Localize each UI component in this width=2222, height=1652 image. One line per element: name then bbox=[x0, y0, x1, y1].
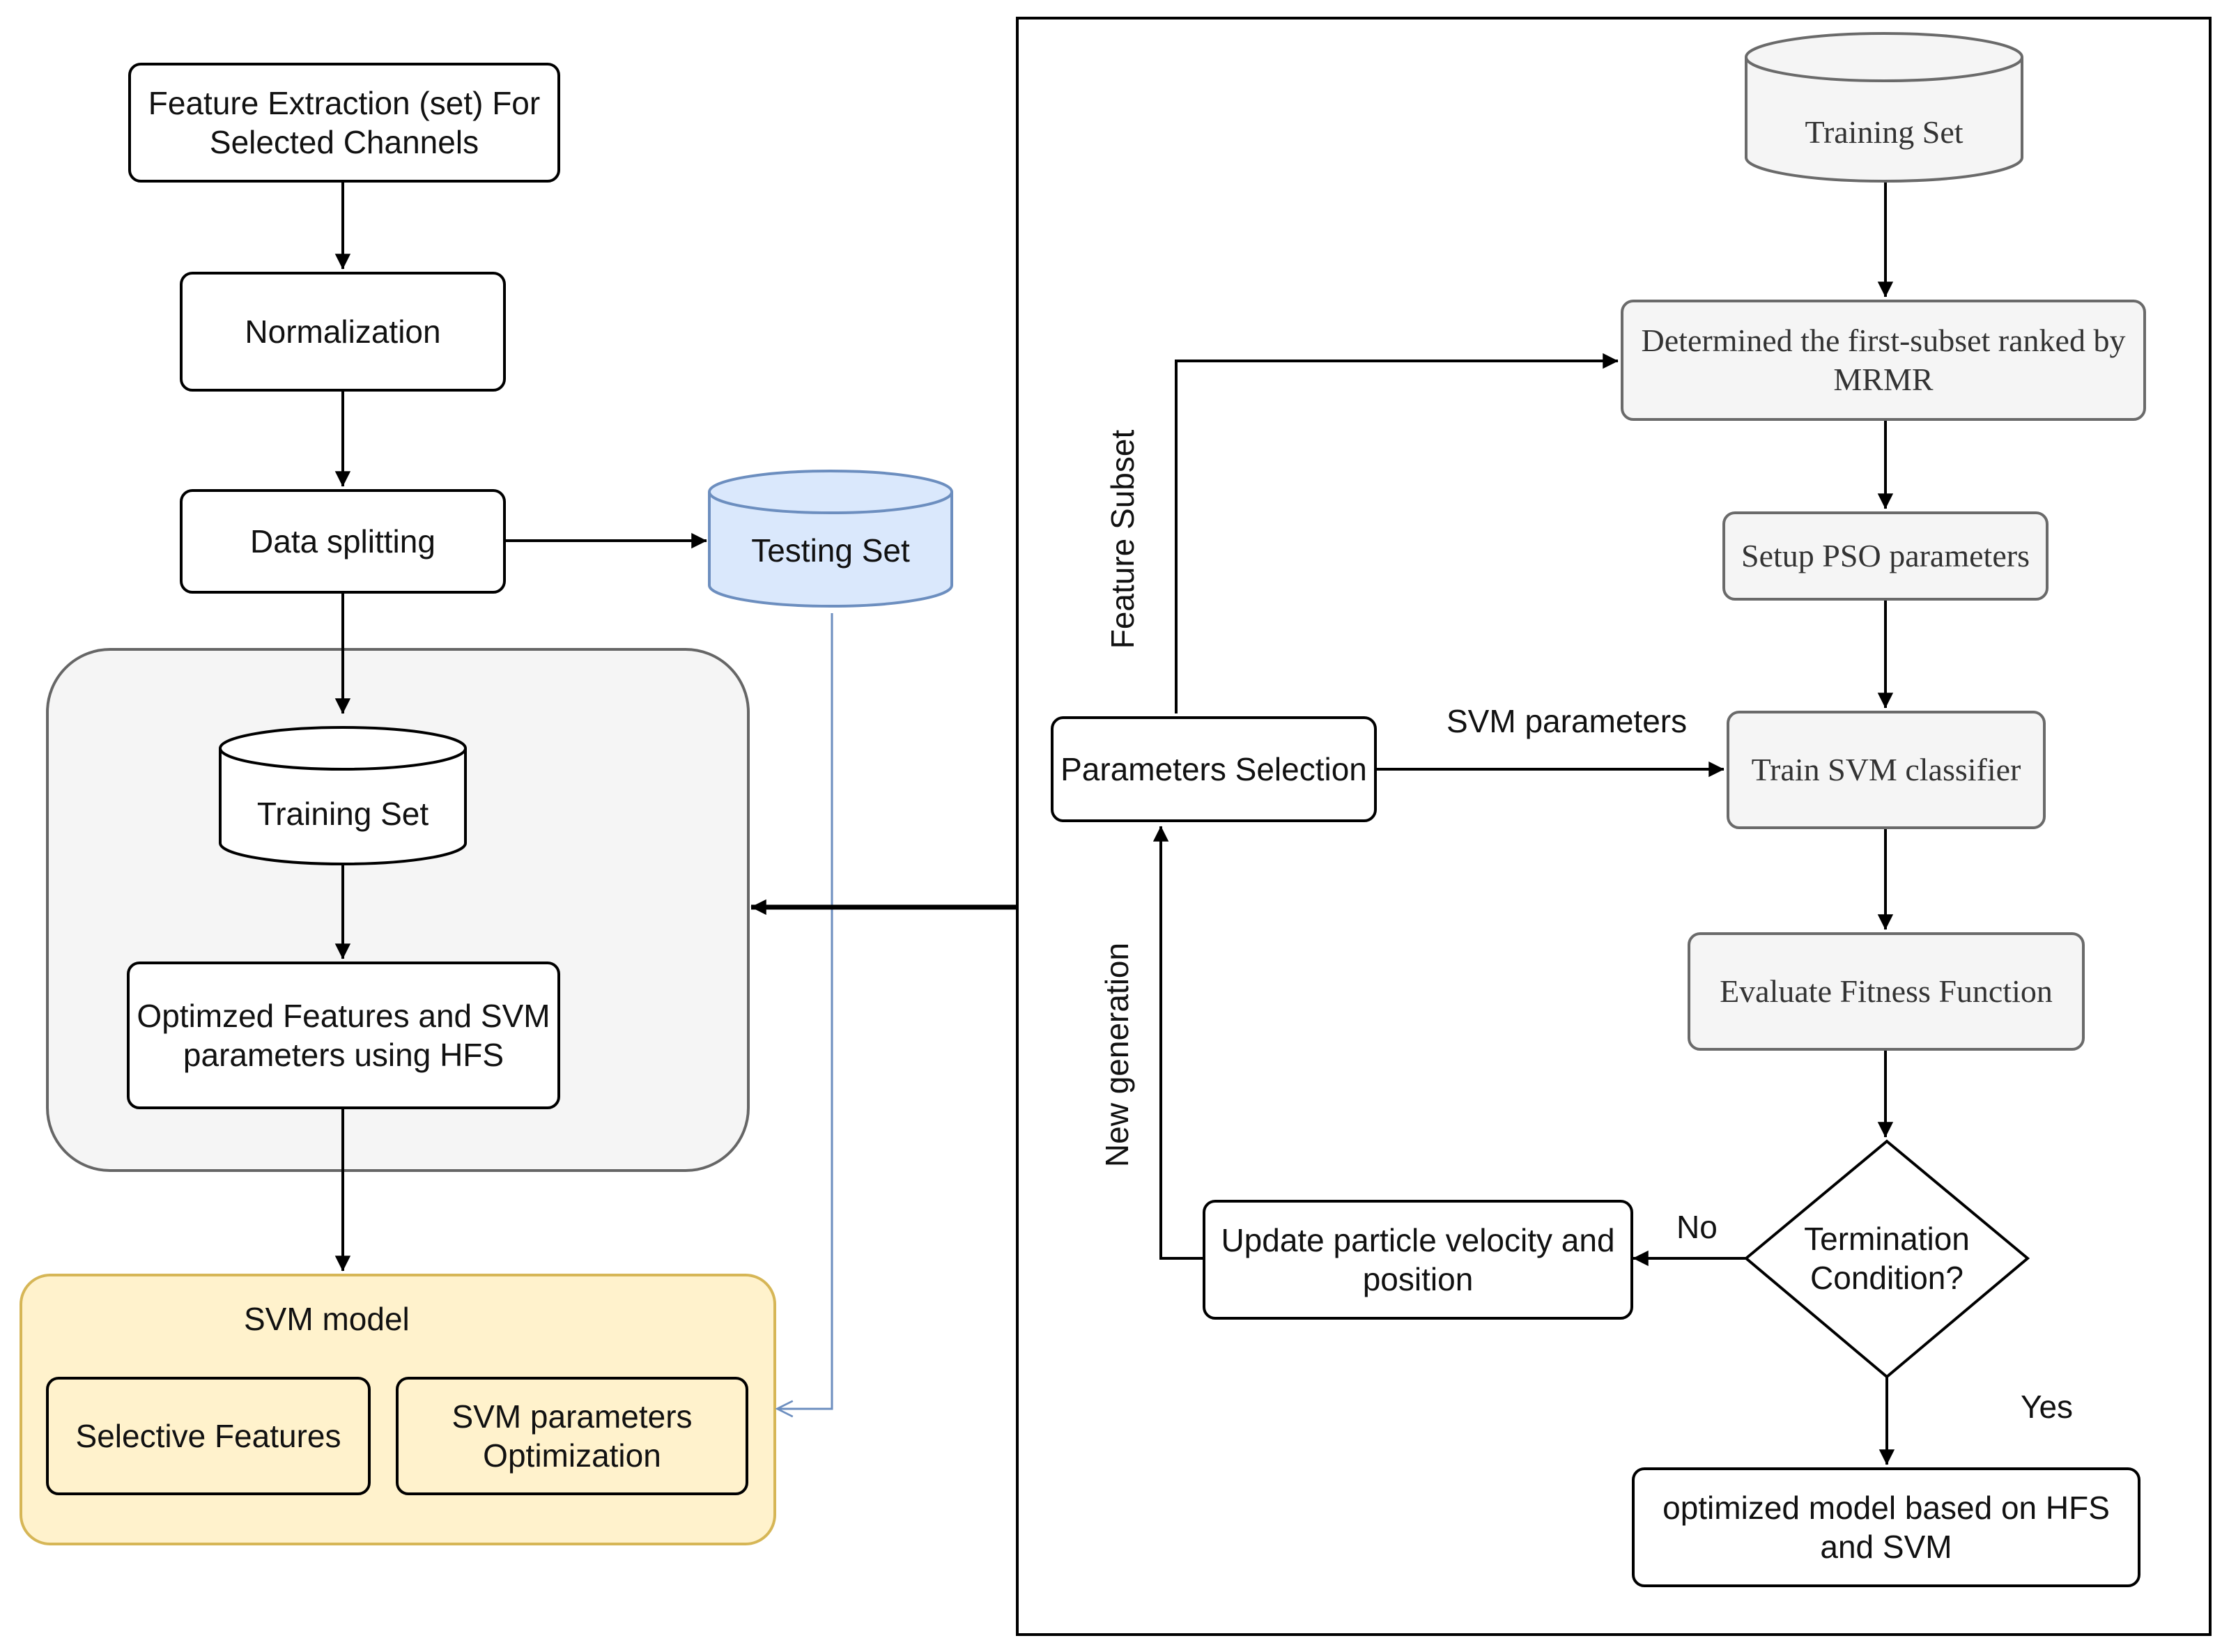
data-splitting-box: Data splitting bbox=[180, 489, 506, 594]
optimized-model-box: optimized model based on HFS and SVM bbox=[1632, 1467, 2140, 1587]
evaluate-fitness-box: Evaluate Fitness Function bbox=[1688, 932, 2085, 1051]
feature-extraction-label: Feature Extraction (set) For Selected Ch… bbox=[148, 84, 541, 160]
selective-features-label: Selective Features bbox=[75, 1417, 341, 1454]
optimized-features-box: Optimzed Features and SVM parameters usi… bbox=[127, 962, 560, 1109]
training-set-right-cylinder bbox=[1745, 32, 2023, 183]
data-splitting-label: Data splitting bbox=[250, 523, 435, 559]
svm-params-optimization-box: SVM parameters Optimization bbox=[396, 1377, 748, 1495]
termination-label: Termination Condition? bbox=[1804, 1220, 1970, 1296]
normalization-label: Normalization bbox=[245, 313, 441, 350]
training-set-left-label-wrap: Training Set bbox=[220, 779, 465, 849]
optimized-features-label: Optimzed Features and SVM parameters usi… bbox=[137, 997, 550, 1073]
training-set-left-cylinder bbox=[219, 726, 467, 865]
arrow-new-generation bbox=[1152, 826, 1203, 1260]
train-svm-label: Train SVM classifier bbox=[1751, 751, 2021, 787]
yes-edge-label: Yes bbox=[2021, 1389, 2074, 1425]
feature-extraction-box: Feature Extraction (set) For Selected Ch… bbox=[128, 63, 560, 183]
normalization-box: Normalization bbox=[180, 272, 506, 392]
svm-params-optimization-label: SVM parameters Optimization bbox=[452, 1398, 693, 1474]
new-generation-edge-label: New generation bbox=[1099, 942, 1135, 1168]
setup-pso-label: Setup PSO parameters bbox=[1741, 537, 2030, 573]
training-set-right-label-wrap: Training Set bbox=[1746, 98, 2022, 167]
parameters-selection-box: Parameters Selection bbox=[1051, 716, 1377, 822]
training-set-right-label: Training Set bbox=[1805, 114, 1963, 150]
testing-set-cylinder bbox=[708, 470, 953, 608]
training-set-left-label: Training Set bbox=[256, 795, 429, 832]
svm-parameters-edge-label: SVM parameters bbox=[1446, 703, 1688, 739]
train-svm-box: Train SVM classifier bbox=[1727, 711, 2046, 829]
update-particle-label: Update particle velocity and position bbox=[1221, 1221, 1615, 1297]
selective-features-box: Selective Features bbox=[46, 1377, 371, 1495]
optimized-model-label: optimized model based on HFS and SVM bbox=[1662, 1489, 2110, 1565]
testing-set-label: Testing Set bbox=[751, 532, 910, 569]
evaluate-fitness-label: Evaluate Fitness Function bbox=[1720, 973, 2053, 1009]
testing-set-label-wrap: Testing Set bbox=[709, 516, 952, 585]
arrow-testing-to-svm-model bbox=[775, 613, 833, 1418]
termination-label-wrap: Termination Condition? bbox=[1775, 1198, 1998, 1318]
arrow-feature-subset bbox=[1175, 353, 1619, 713]
parameters-selection-label: Parameters Selection bbox=[1060, 750, 1367, 787]
update-particle-box: Update particle velocity and position bbox=[1203, 1200, 1633, 1320]
determine-subset-box: Determined the first-subset ranked by MR… bbox=[1621, 300, 2146, 421]
feature-subset-edge-label: Feature Subset bbox=[1104, 429, 1141, 649]
svm-model-title: SVM model bbox=[244, 1301, 410, 1337]
no-edge-label: No bbox=[1676, 1209, 1718, 1245]
setup-pso-box: Setup PSO parameters bbox=[1722, 511, 2049, 601]
right-panel-frame bbox=[1016, 17, 2212, 1636]
determine-subset-label: Determined the first-subset ranked by MR… bbox=[1641, 322, 2126, 397]
